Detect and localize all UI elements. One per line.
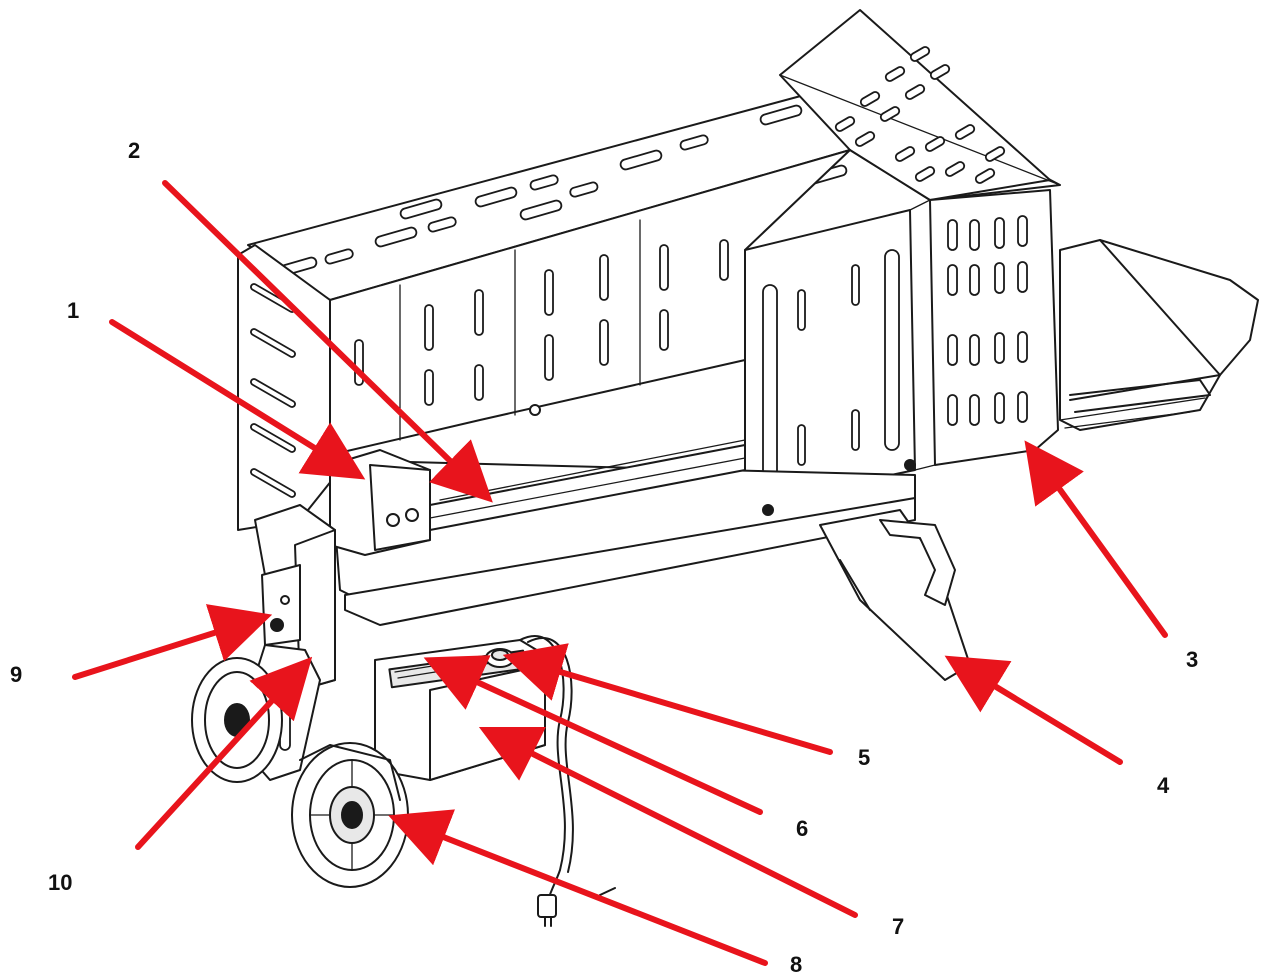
callout-label-5: 5 xyxy=(858,745,870,770)
guard-top-panel xyxy=(247,9,1061,301)
left-frame xyxy=(254,504,336,691)
callout-arrow-7 xyxy=(478,726,858,918)
handle xyxy=(819,509,971,681)
callout-arrows xyxy=(72,180,1168,966)
callout-arrow-4 xyxy=(944,655,1123,765)
callout-arrow-6 xyxy=(423,655,763,815)
guard-front-panel xyxy=(744,199,936,506)
callout-arrow-5 xyxy=(502,643,833,755)
callout-label-1: 1 xyxy=(67,298,79,323)
front-wheel xyxy=(291,742,409,888)
callout-arrow-9 xyxy=(72,604,273,680)
callout-labels: 1 2 3 4 5 6 7 8 9 10 xyxy=(10,138,1198,976)
callout-arrow-2 xyxy=(162,180,493,503)
exit-tray xyxy=(1059,239,1259,431)
callout-label-6: 6 xyxy=(796,816,808,841)
callout-label-10: 10 xyxy=(48,870,72,895)
callout-label-8: 8 xyxy=(790,952,802,976)
callout-arrow-8 xyxy=(388,809,768,966)
callout-label-2: 2 xyxy=(128,138,140,163)
callout-label-3: 3 xyxy=(1186,647,1198,672)
ram-rod xyxy=(429,444,746,531)
callout-arrow-10 xyxy=(135,656,313,850)
callout-arrow-3 xyxy=(1024,440,1168,638)
guard-end-panel xyxy=(929,189,1059,466)
rear-wheel xyxy=(191,657,283,783)
callout-label-4: 4 xyxy=(1157,773,1170,798)
callout-arrow-1 xyxy=(109,319,366,480)
callout-label-7: 7 xyxy=(892,914,904,939)
callout-label-9: 9 xyxy=(10,662,22,687)
